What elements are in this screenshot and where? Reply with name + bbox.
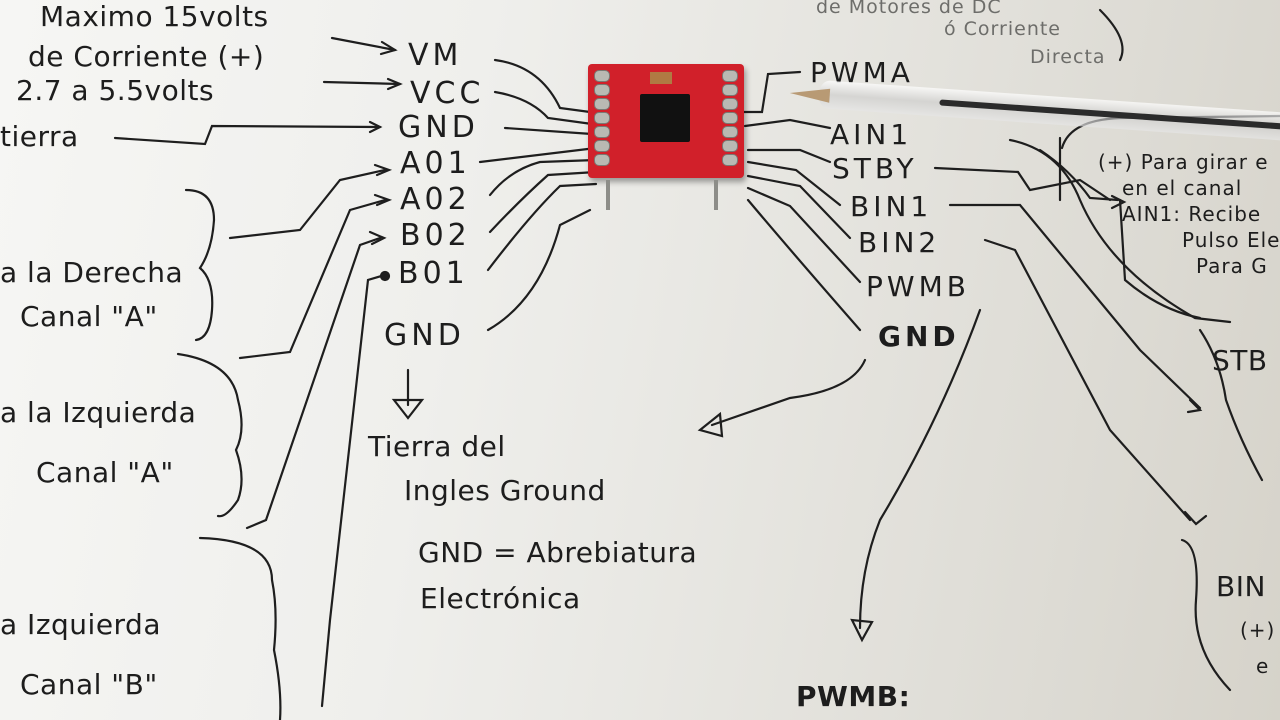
note-ain-recibe: AIN1: Recibe bbox=[1122, 202, 1262, 226]
pin-label-pwmb: PWMB bbox=[866, 270, 970, 303]
pin-pad bbox=[722, 70, 738, 82]
note-vcc-range: 2.7 a 5.5volts bbox=[16, 74, 215, 107]
pin-label-gnd: GND bbox=[398, 110, 479, 145]
pin-label-b01: B01 bbox=[398, 256, 469, 291]
pin-pad bbox=[594, 140, 610, 152]
note-a-left-2: Canal "A" bbox=[36, 456, 174, 489]
note-a-right-1: a la Derecha bbox=[0, 256, 184, 289]
board-capacitor bbox=[650, 72, 672, 84]
pin-pad bbox=[594, 112, 610, 124]
note-stby-side: STB bbox=[1212, 344, 1268, 377]
pin-label-bin2: BIN2 bbox=[858, 226, 941, 259]
pin-pad bbox=[594, 70, 610, 82]
note-gnd-abreviatura: GND = Abrebiatura bbox=[418, 536, 698, 569]
note-bin-e: e bbox=[1256, 654, 1270, 678]
note-b-left-2: Canal "B" bbox=[20, 668, 158, 701]
note-top-corriente: ó Corriente bbox=[944, 18, 1061, 40]
note-gnd-tierra: Tierra del bbox=[368, 430, 506, 463]
pin-pad bbox=[722, 140, 738, 152]
note-a-left-1: a la Izquierda bbox=[0, 396, 197, 429]
pin-label-vm: VM bbox=[408, 38, 463, 73]
note-b-left-1: a Izquierda bbox=[0, 608, 161, 641]
note-top-motores: de Motores de DC bbox=[816, 0, 1002, 18]
pin-pad bbox=[594, 154, 610, 166]
pin-pad bbox=[722, 98, 738, 110]
note-ain-para: Para G bbox=[1196, 254, 1268, 278]
pin-label-gnd-right: GND bbox=[878, 320, 960, 353]
pin-label-stby: STBY bbox=[832, 152, 918, 185]
pin-label-ain1: AIN1 bbox=[830, 118, 913, 151]
pin-pad bbox=[594, 84, 610, 96]
note-ain-pulso: Pulso Ele bbox=[1182, 228, 1280, 252]
note-top-directa: Directa bbox=[1030, 46, 1106, 68]
pin-pad bbox=[594, 98, 610, 110]
note-ground: tierra bbox=[0, 120, 79, 153]
note-vm-max: Maximo 15volts bbox=[40, 0, 269, 33]
motor-driver-board bbox=[588, 64, 744, 178]
note-bin-plus: (+) bbox=[1240, 618, 1276, 642]
pin-pad bbox=[722, 154, 738, 166]
header-leg bbox=[606, 180, 610, 210]
pen-tip bbox=[789, 86, 831, 103]
pin-label-bin1: BIN1 bbox=[850, 190, 933, 223]
driver-ic-chip bbox=[640, 94, 690, 142]
pin-pad bbox=[594, 126, 610, 138]
header-leg bbox=[714, 180, 718, 210]
pin-label-a01: A01 bbox=[400, 146, 471, 181]
note-gnd-electronica: Electrónica bbox=[420, 582, 581, 615]
pin-pad bbox=[722, 112, 738, 124]
pin-label-b02: B02 bbox=[400, 218, 471, 253]
pin-pad bbox=[722, 126, 738, 138]
pin-label-gnd-bottom: GND bbox=[384, 318, 465, 353]
note-a-right-2: Canal "A" bbox=[20, 300, 158, 333]
note-bin-side: BIN bbox=[1216, 570, 1266, 603]
note-gnd-ingles: Ingles Ground bbox=[404, 474, 606, 507]
note-ain-canal: en el canal bbox=[1122, 176, 1243, 200]
note-ain-girar: (+) Para girar e bbox=[1098, 150, 1269, 174]
pin-pad bbox=[722, 84, 738, 96]
pin-label-a02: A02 bbox=[400, 182, 471, 217]
note-vcc-current: de Corriente (+) bbox=[28, 40, 265, 73]
pin-label-vcc: VCC bbox=[410, 76, 485, 111]
note-pwmb-bottom: PWMB: bbox=[796, 680, 911, 713]
